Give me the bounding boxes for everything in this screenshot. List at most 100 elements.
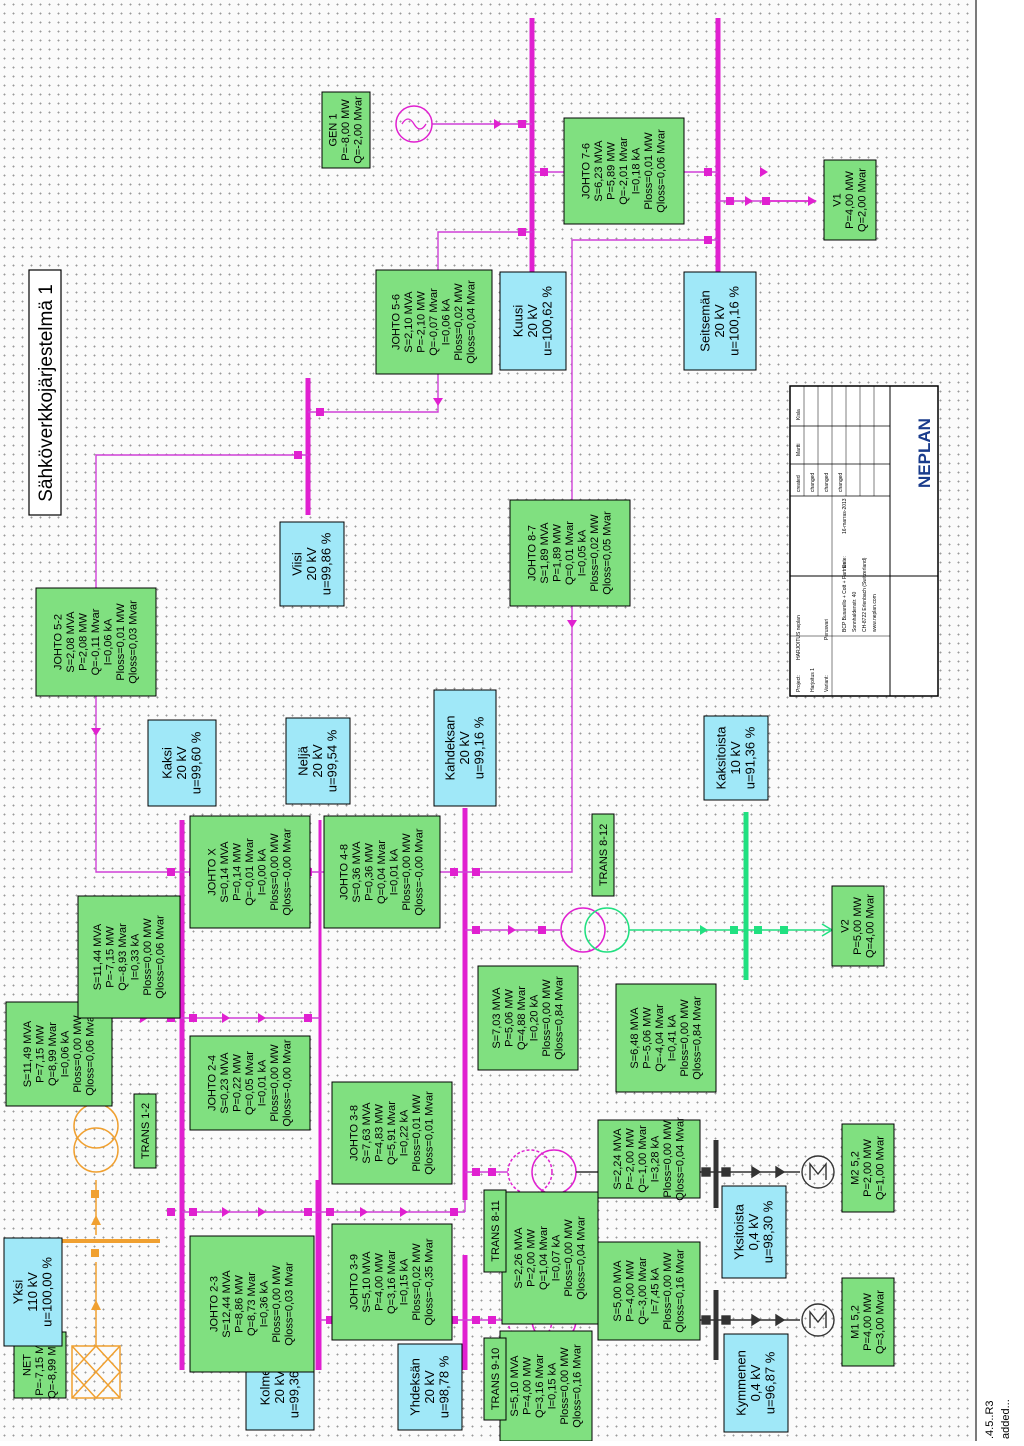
svg-text:changed: changed bbox=[824, 473, 830, 492]
label-line: Kaksi bbox=[159, 747, 174, 779]
label-box bbox=[597, 1241, 701, 1341]
label-line: u=99,86 % bbox=[318, 532, 333, 595]
diagram-title: Sähköverkkojärjestelmä 1 bbox=[36, 284, 57, 502]
label-line: 110 kV bbox=[25, 1272, 40, 1312]
label-trans12-name[interactable]: TRANS 1-2 bbox=[133, 1093, 157, 1169]
label-line: P=-5,06 MW bbox=[641, 1007, 653, 1069]
label-line: Viisi bbox=[289, 552, 304, 576]
label-line: Kahdeksan bbox=[442, 715, 457, 780]
label-line: Ploss=0,00 MW bbox=[269, 833, 281, 911]
label-box bbox=[703, 715, 769, 801]
label-line: P=4,00 MW bbox=[521, 1357, 533, 1415]
label-box bbox=[5, 1001, 113, 1107]
label-line: S=5,10 MVA bbox=[509, 1355, 521, 1417]
label-box bbox=[331, 1223, 453, 1341]
label-line: Qloss=-0,00 Mvar bbox=[282, 1039, 294, 1126]
label-line: M2 5,2 bbox=[850, 1151, 862, 1185]
label-line: S=2,24 MVA bbox=[612, 1128, 624, 1190]
label-line: Kolme bbox=[257, 1369, 272, 1406]
label-line: I=0,00 kA bbox=[257, 848, 269, 895]
label-line: S=12,44 MVA bbox=[221, 1270, 233, 1338]
label-line: u=99,60 % bbox=[188, 731, 203, 794]
label-line: JOHTO 3-9 bbox=[349, 1254, 361, 1310]
label-line: I=0,06 kA bbox=[441, 298, 453, 345]
svg-text:changed: changed bbox=[810, 473, 816, 492]
label-line: Q=-3,00 Mvar bbox=[637, 1257, 649, 1325]
label-line: I=0,15 kA bbox=[399, 1258, 411, 1305]
label-line: I=0,01 kA bbox=[257, 1059, 269, 1106]
label-line: V1 bbox=[832, 193, 844, 206]
label-line: Qloss=-0,00 Mvar bbox=[282, 828, 294, 915]
label-line: Neljä bbox=[295, 745, 310, 775]
diagram-canvas[interactable]: Sähköverkkojärjestelmä 1 bbox=[0, 0, 975, 1442]
label-line: Qloss=0,04 Mvar bbox=[466, 280, 478, 364]
neplan-logo: NEPLAN bbox=[915, 418, 934, 488]
label-line: Qloss=0,16 Mvar bbox=[571, 1344, 583, 1428]
label-box bbox=[509, 499, 631, 607]
label-trans812-name[interactable]: TRANS 8-12 bbox=[591, 813, 615, 897]
label-line: Ploss=0,00 MW bbox=[563, 1219, 575, 1297]
label-box bbox=[285, 717, 351, 805]
label-trans811-name[interactable]: TRANS 8-11 bbox=[483, 1189, 507, 1273]
svg-text:Variant:: Variant: bbox=[824, 675, 830, 692]
title-block-texts: Project: HARJOITUS neplan Harjoitus 1 Va… bbox=[796, 409, 934, 692]
label-line: u=96,87 % bbox=[762, 1351, 777, 1414]
bus12-nodes bbox=[700, 925, 788, 935]
label-line: Q=0,05 Mvar bbox=[244, 1051, 256, 1115]
label-line: Qloss=0,06 Mvar bbox=[656, 129, 668, 213]
label-line: 20 kV bbox=[310, 744, 325, 778]
gen1-symbol[interactable] bbox=[395, 105, 433, 143]
svg-text:BCP Busarello + Cott + Partner: BCP Busarello + Cott + Partner bbox=[842, 562, 848, 632]
label-line: M1 5,2 bbox=[850, 1305, 862, 1339]
motor-m2-symbol[interactable] bbox=[801, 1155, 835, 1189]
trans-8-11-symbol[interactable] bbox=[507, 1149, 577, 1195]
label-line: Qloss=0,04 Mvar bbox=[674, 1117, 686, 1201]
label-line: Ploss=0,02 MW bbox=[589, 514, 601, 592]
label-line: Q=-8,99 Mvar bbox=[47, 1331, 59, 1399]
label-trans910-name[interactable]: TRANS 9-10 bbox=[483, 1337, 507, 1421]
label-line: P=-2,00 MW bbox=[624, 1128, 636, 1190]
svg-text:16-marras-2013: 16-marras-2013 bbox=[842, 498, 848, 534]
label-line: 20 kV bbox=[174, 746, 189, 780]
label-line: JOHTO X bbox=[207, 848, 219, 896]
label-line: P=-8,00 MW bbox=[340, 99, 352, 161]
trans-8-12-symbol[interactable] bbox=[560, 907, 630, 953]
net-feeder[interactable] bbox=[70, 1180, 122, 1400]
label-line: P=2,08 MW bbox=[78, 613, 90, 671]
motor-m1-symbol[interactable] bbox=[801, 1303, 835, 1337]
